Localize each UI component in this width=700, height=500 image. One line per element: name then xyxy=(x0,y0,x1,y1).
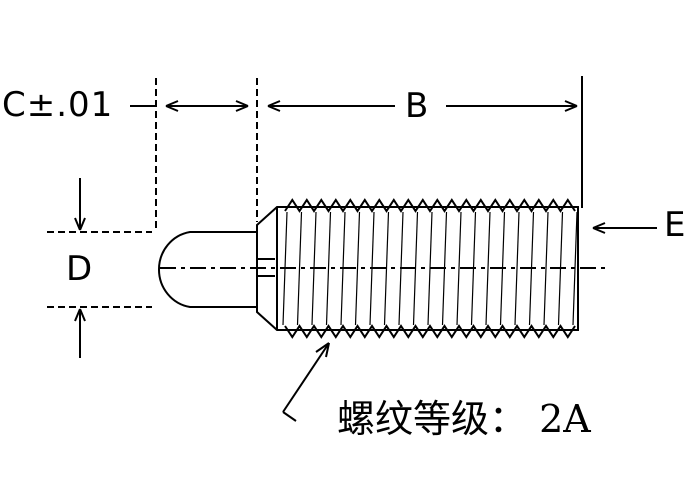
dim-e-arrow xyxy=(592,222,606,234)
thread-root-line xyxy=(383,211,390,326)
dim-b-arrow-right xyxy=(564,100,578,112)
thread-root-line xyxy=(398,211,404,326)
thread-root-line xyxy=(412,211,419,326)
plunger-nose xyxy=(158,231,257,308)
dimension-label-d: D xyxy=(66,249,93,289)
thread-root-line xyxy=(572,211,578,326)
thread-root-line xyxy=(296,211,303,326)
thread-root-line xyxy=(557,211,564,326)
dim-c-arrow-right xyxy=(235,100,249,112)
dim-b-arrow-left xyxy=(267,100,281,112)
thread-root-line xyxy=(311,211,317,326)
dim-c-arrow-left xyxy=(165,100,179,112)
thread-root-line xyxy=(354,211,361,326)
thread-grade-note: 螺纹等级： 2A xyxy=(337,397,591,441)
thread-root-line xyxy=(369,211,375,326)
thread-root-line xyxy=(470,211,477,326)
thread-root-line xyxy=(282,211,288,326)
thread-crest-top xyxy=(284,198,576,213)
thread-root-line xyxy=(427,211,433,326)
dimension-label-c: C±.01 xyxy=(2,85,114,125)
thread-root-line xyxy=(499,211,506,326)
thread-root-line xyxy=(543,211,549,326)
thread-root-line xyxy=(528,211,535,326)
note-leader-tail xyxy=(282,411,297,422)
thread-root-line xyxy=(485,211,491,326)
note-leader-arrow xyxy=(315,342,330,358)
dimension-label-e: E xyxy=(664,205,686,245)
thread-root-line xyxy=(340,211,346,326)
thread-root-line xyxy=(456,211,462,326)
dimension-label-b: B xyxy=(405,86,429,126)
dim-d-lower-arrow xyxy=(74,308,86,322)
thread-root-line xyxy=(514,211,520,326)
thread-crest-bottom xyxy=(284,324,576,339)
dim-d-upper-arrow xyxy=(74,217,86,231)
thread-root-line xyxy=(441,211,448,326)
thread-root-line xyxy=(325,211,332,326)
note-leader-line xyxy=(282,342,330,413)
thread-pattern xyxy=(282,198,578,339)
